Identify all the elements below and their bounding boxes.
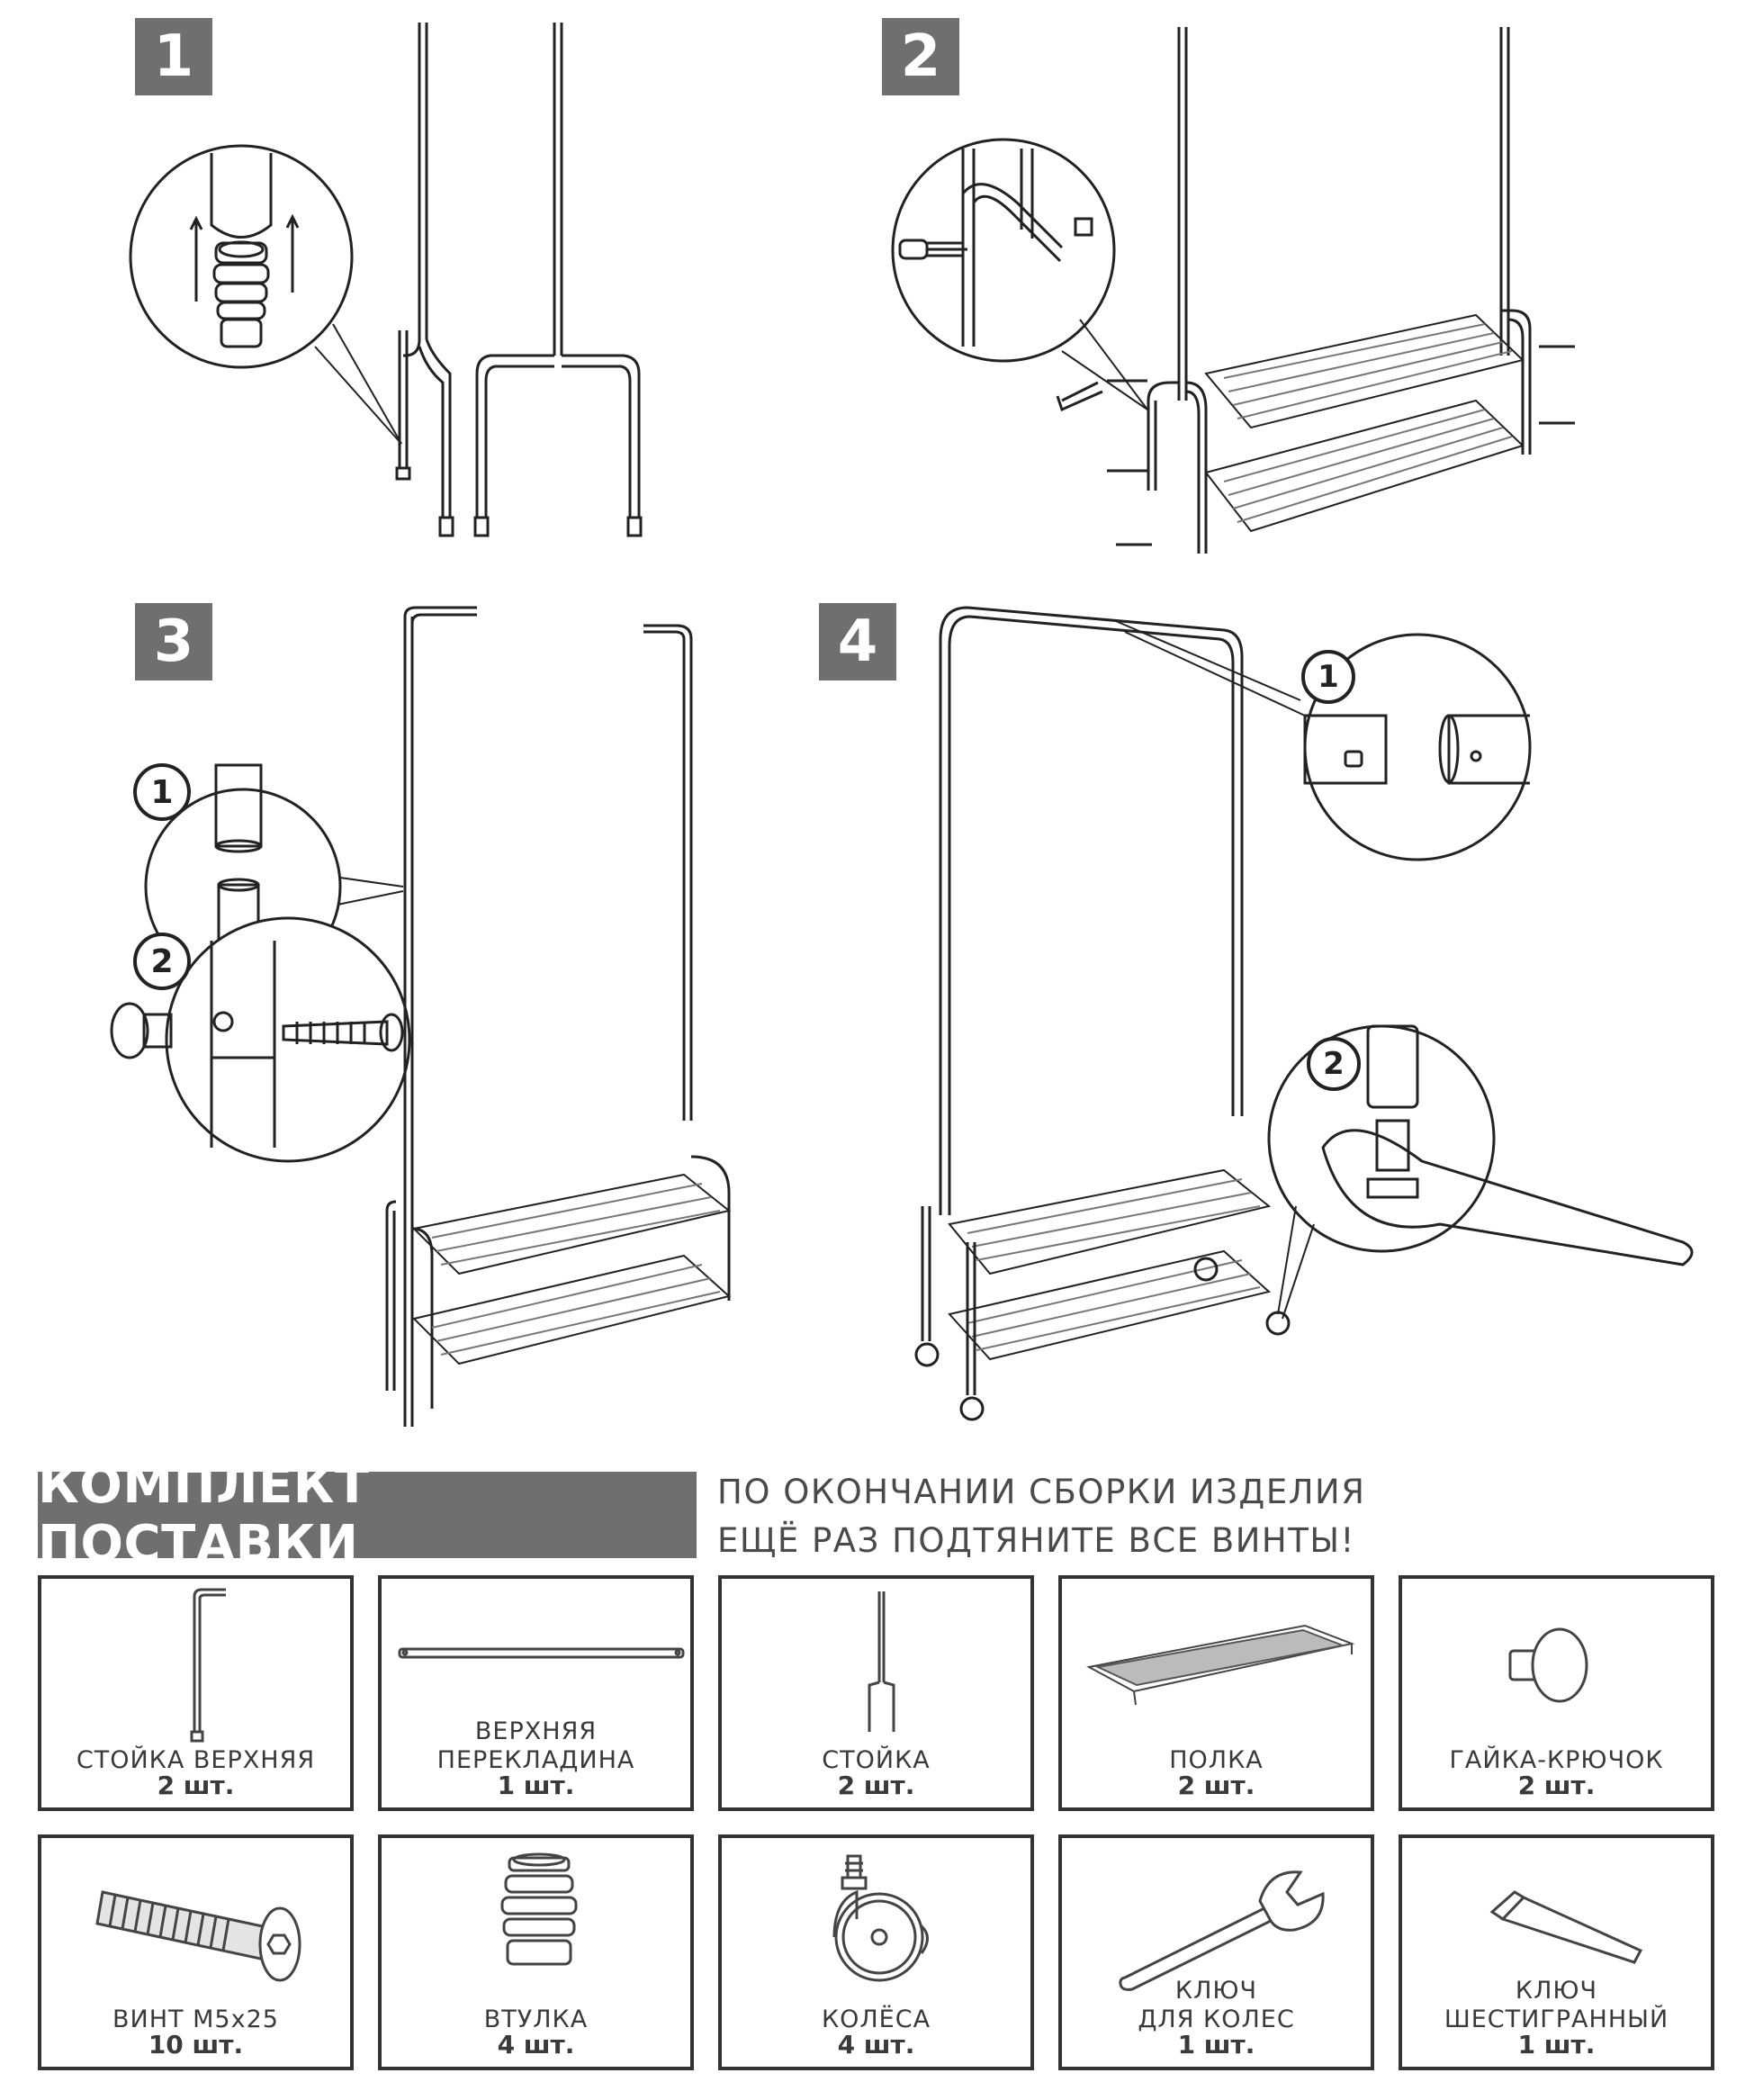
part-hook-nut: ГАЙКА-КРЮЧОК 2 шт.: [1399, 1575, 1714, 1811]
upper-post-icon: [190, 1588, 226, 1743]
part-qty: 2 шт.: [1177, 1771, 1255, 1800]
step-3-callout-2: [110, 916, 411, 1163]
part-label: СТОЙКА: [822, 1746, 931, 1774]
step-4-callout-1: [1115, 620, 1532, 861]
step-2-screws: [1056, 345, 1575, 546]
crossbar-icon: [398, 1647, 685, 1659]
step-4-rack: [914, 606, 1291, 1421]
part-label-line-1: КЛЮЧ: [1515, 1977, 1598, 2005]
step-4-badge: 4: [819, 603, 896, 680]
caster-wheel-icon: [832, 1854, 929, 1982]
step-1-diagram: [126, 14, 666, 545]
step-1-detail-circle: [129, 144, 402, 445]
step-3-diagram: [108, 599, 756, 1427]
part-qty: 10 шт.: [148, 2030, 244, 2059]
part-label: ВТУЛКА: [483, 2005, 589, 2033]
step-2-diagram: [882, 14, 1602, 572]
part-label: СТОЙКА ВЕРХНЯЯ: [76, 1746, 316, 1774]
step-4-callout-2-number: 2: [1307, 1037, 1361, 1091]
step-2-detail-circle: [891, 138, 1148, 410]
step-1-badge: 1: [135, 18, 212, 95]
part-label: ВИНТ M5x25: [112, 2005, 279, 2033]
part-qty: 4 шт.: [837, 2030, 915, 2059]
part-qty: 2 шт.: [1517, 1771, 1596, 1800]
screw-icon: [95, 1890, 301, 1982]
kit-title: КОМПЛЕКТ ПОСТАВКИ: [38, 1456, 697, 1573]
step-4-diagram: [900, 594, 1728, 1458]
step-2-shelves: [1204, 313, 1525, 533]
part-upper-post: СТОЙКА ВЕРХНЯЯ 2 шт.: [38, 1575, 354, 1811]
step-3-callout-1-number: 1: [133, 763, 191, 821]
part-label-line-2: ШЕСТИГРАННЫЙ: [1444, 2005, 1669, 2033]
part-qty: 1 шт.: [497, 1771, 575, 1800]
part-label: КОЛЁСА: [821, 2005, 931, 2033]
hook-nut-icon: [1508, 1627, 1588, 1703]
part-qty: 2 шт.: [837, 1771, 915, 1800]
part-bushing: ВТУЛКА 4 шт.: [378, 1834, 694, 2070]
part-screw: ВИНТ M5x25 10 шт.: [38, 1834, 354, 2070]
bushing-icon: [500, 1852, 578, 1966]
step-4-callout-1-number: 1: [1301, 650, 1355, 704]
shelf-icon: [1086, 1624, 1355, 1706]
part-label-line-2: ДЛЯ КОЛЕС: [1138, 2005, 1295, 2033]
part-qty: 1 шт.: [1177, 2030, 1255, 2059]
hex-key-icon: [1489, 1890, 1643, 1964]
part-label-line-1: ВЕРХНЯЯ: [474, 1717, 598, 1745]
part-post: СТОЙКА 2 шт.: [718, 1575, 1034, 1811]
part-qty: 2 шт.: [157, 1771, 235, 1800]
step-3-badge: 3: [135, 603, 212, 680]
step-2-badge: 2: [882, 18, 959, 95]
part-shelf: ПОЛКА 2 шт.: [1058, 1575, 1374, 1811]
part-qty: 1 шт.: [1517, 2030, 1596, 2059]
part-wrench: КЛЮЧ ДЛЯ КОЛЕС 1 шт.: [1058, 1834, 1374, 2070]
wrench-icon: [1119, 1870, 1325, 1991]
part-crossbar: ВЕРХНЯЯ ПЕРЕКЛАДИНА 1 шт.: [378, 1575, 694, 1811]
kit-note-line-2: ЕЩЁ РАЗ ПОДТЯНИТЕ ВСЕ ВИНТЫ!: [717, 1521, 1355, 1560]
part-label-line-2: ПЕРЕКЛАДИНА: [436, 1746, 635, 1774]
post-icon: [868, 1591, 895, 1732]
part-label: ГАЙКА-КРЮЧОК: [1449, 1746, 1664, 1774]
part-qty: 4 шт.: [497, 2030, 575, 2059]
step-1-left-frame: [395, 23, 454, 537]
part-hex-key: КЛЮЧ ШЕСТИГРАННЫЙ 1 шт.: [1399, 1834, 1714, 2070]
step-3-callout-2-number: 2: [133, 933, 191, 990]
step-3-rack: [385, 606, 732, 1427]
part-caster-wheel: КОЛЁСА 4 шт.: [718, 1834, 1034, 2070]
kit-note-line-1: ПО ОКОНЧАНИИ СБОРКИ ИЗДЕЛИЯ: [717, 1473, 1366, 1511]
part-label-line-1: КЛЮЧ: [1174, 1977, 1258, 2005]
step-1-right-frame: [473, 23, 643, 537]
part-label: ПОЛКА: [1169, 1746, 1264, 1774]
